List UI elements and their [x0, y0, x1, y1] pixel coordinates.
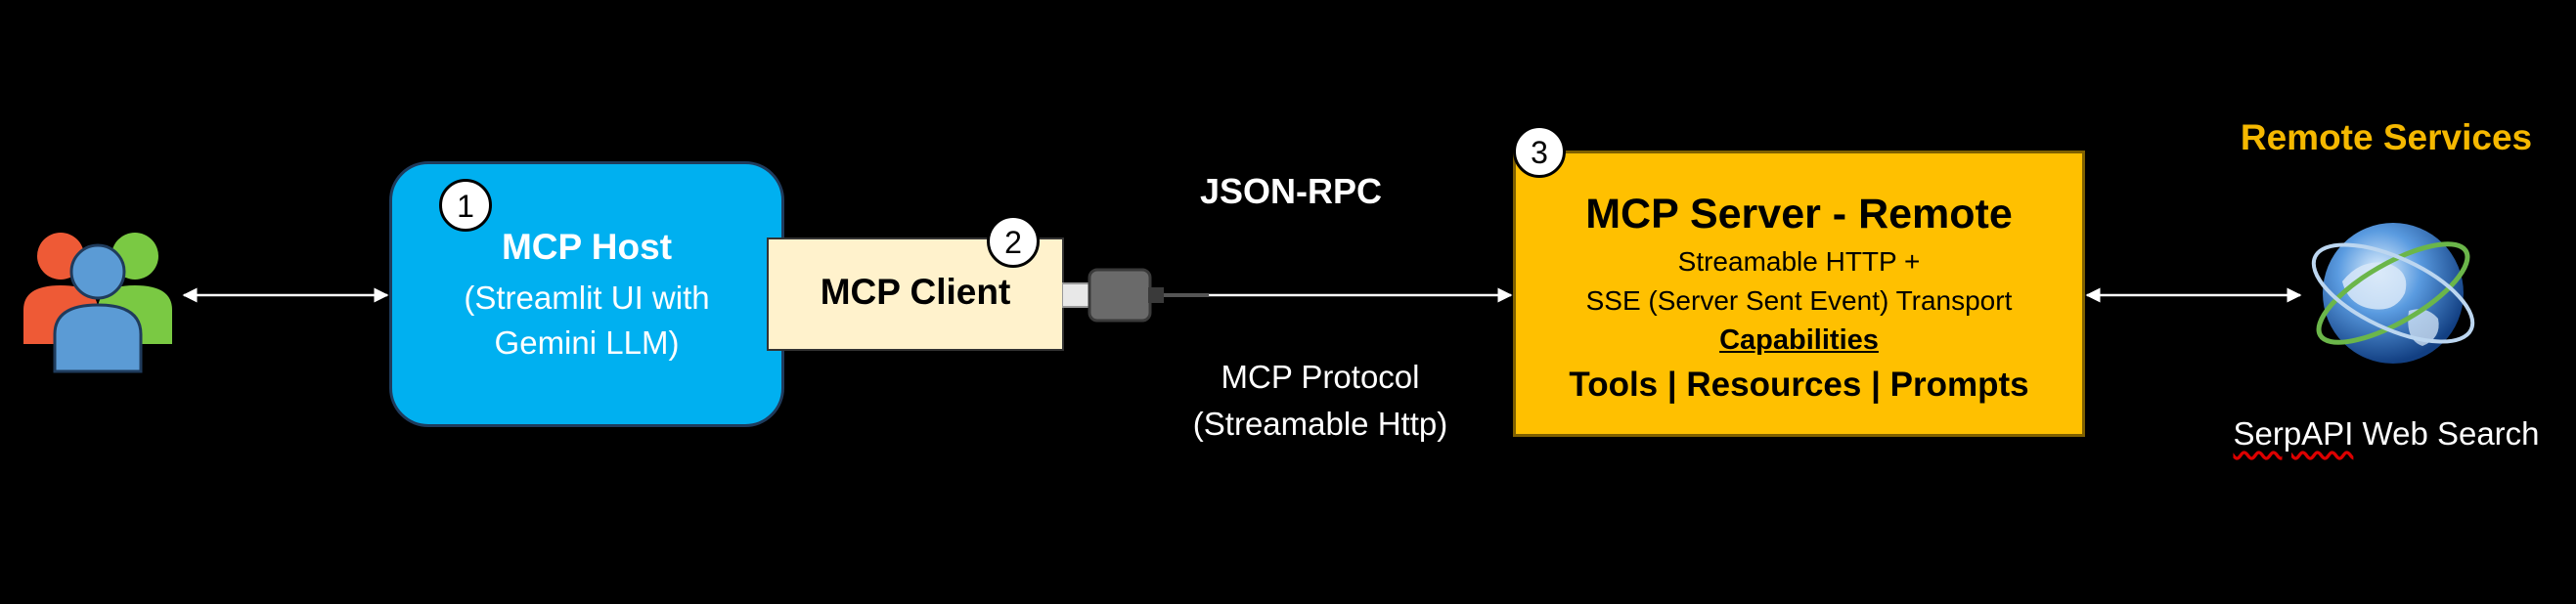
protocol-line2: (Streamable Http): [1192, 406, 1448, 442]
json-rpc-label: JSON-RPC: [1199, 171, 1383, 211]
client-step-badge: 2: [987, 215, 1040, 268]
server-step-badge: 3: [1513, 125, 1566, 178]
serpapi-label: SerpAPI Web Search: [2191, 415, 2576, 453]
server-transport-line1: Streamable HTTP +: [1677, 246, 1921, 277]
host-subtitle-line2: Gemini LLM): [494, 324, 680, 361]
mcp-client-title: MCP Client: [820, 272, 1011, 312]
users-group-icon: [23, 233, 172, 373]
host-subtitle-line1: (Streamlit UI with: [464, 280, 710, 316]
web-search-name: Web Search: [2353, 415, 2540, 452]
capabilities-list: Tools | Resources | Prompts: [1569, 366, 2029, 404]
usb-connector-icon: [1062, 268, 1209, 323]
mcp-protocol-label: MCP Protocol (Streamable Http): [1125, 354, 1516, 448]
remote-services-heading: Remote Services: [2240, 117, 2533, 157]
mcp-host-title: MCP Host: [501, 227, 673, 267]
serpapi-name: SerpAPI: [2233, 415, 2354, 452]
server-transport-line2: SSE (Server Sent Event) Transport: [1585, 285, 2013, 316]
capabilities-heading: Capabilities: [1719, 324, 1879, 356]
mcp-server-title: MCP Server - Remote: [1585, 191, 2013, 237]
host-step-badge: 1: [439, 179, 492, 232]
mcp-host-subtitle: (Streamlit UI with Gemini LLM): [389, 276, 784, 366]
mcp-server-box: [1513, 151, 2085, 437]
protocol-line1: MCP Protocol: [1221, 359, 1420, 395]
globe-icon: [2311, 223, 2475, 364]
